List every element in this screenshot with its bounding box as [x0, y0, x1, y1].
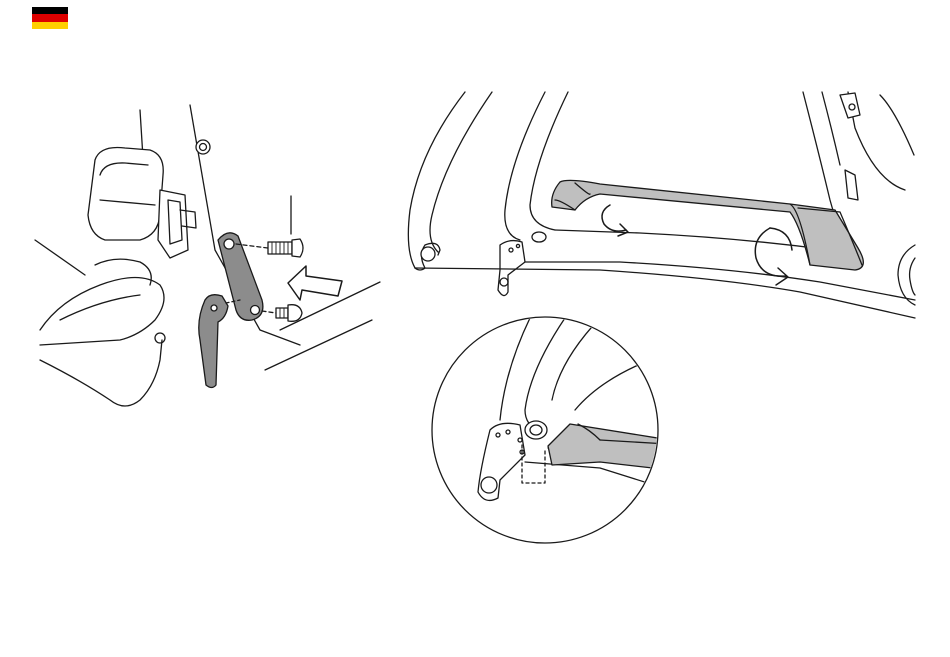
derailleur-hanger-and-bolts-detail [35, 105, 380, 406]
dropout-magnified-detail [432, 317, 670, 543]
frame-chainstay-protector-installation [408, 92, 915, 318]
